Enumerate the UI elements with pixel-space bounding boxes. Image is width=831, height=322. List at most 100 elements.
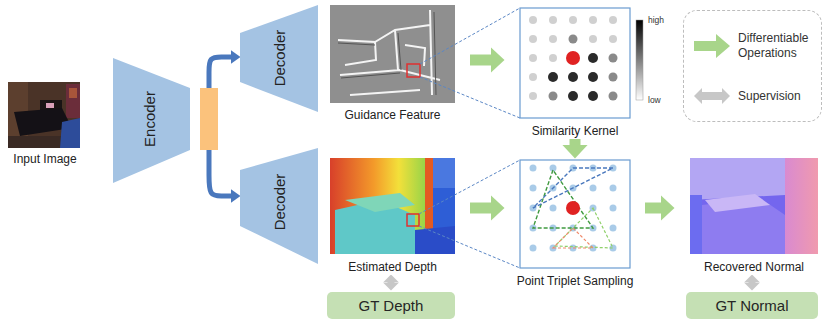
grid-dot (530, 165, 537, 172)
encoder-block: Encoder (112, 88, 220, 150)
kernel-dot (588, 53, 598, 63)
label-holder: high (648, 15, 664, 25)
kernel-grid (520, 8, 643, 118)
flow-arrow (209, 57, 231, 88)
flow-arrow (209, 150, 231, 196)
feature-ground (330, 5, 455, 103)
kernel-dot (529, 54, 537, 62)
flow-arrow (470, 55, 491, 66)
kernel-dot (549, 92, 558, 101)
kernel-dot (588, 72, 598, 82)
kernel-dot (549, 35, 557, 43)
legend-text: Differentiable Operations (738, 31, 814, 61)
legend-text: Supervision (738, 89, 814, 104)
legend-item: Differentiable Operations (694, 31, 819, 61)
kernel-dot (609, 35, 617, 43)
guidance-feature-map (330, 5, 455, 103)
triplet-dots (530, 165, 617, 252)
depth-floor (415, 226, 455, 254)
kernel-dot (548, 72, 558, 82)
kernel-dots-mid (549, 35, 618, 101)
normal-bed-top (705, 194, 770, 212)
normal-pillar (690, 195, 702, 254)
zoom-square (407, 64, 420, 77)
kernel-dot (609, 16, 617, 24)
flow-arrow (570, 139, 581, 145)
kernel-dot (569, 16, 577, 24)
trapezoid (113, 58, 190, 183)
supervision-box: GT Normal (686, 292, 818, 319)
trapezoid (240, 148, 318, 264)
node-label: Decoder (271, 29, 289, 86)
decoder-block: Decoder (240, 148, 318, 264)
depth-wall-top (433, 158, 455, 188)
caption: Point Triplet Sampling (517, 274, 634, 288)
node-label: GT Depth (359, 297, 424, 315)
input-photo (8, 82, 80, 148)
depth-bed-top (345, 193, 415, 212)
kernel-dot (609, 54, 618, 63)
normal-ground (690, 158, 818, 254)
normal-side-wall (785, 158, 818, 254)
colorbar-label: low (648, 95, 661, 105)
caption: Recovered Normal (704, 260, 804, 274)
grid-dot (610, 205, 617, 212)
colorbar-label: high (648, 15, 664, 25)
node-label: GT Normal (715, 297, 788, 315)
photo-painting (66, 84, 80, 118)
latent-feature-bar (200, 88, 218, 150)
kernel-dot (609, 92, 618, 101)
normal-wall (690, 158, 785, 200)
image-panel: Guidance Feature (330, 5, 455, 122)
kernel-dot (568, 91, 578, 101)
normal-map (690, 158, 818, 254)
legend-arrow (694, 88, 730, 104)
kernel-dot (589, 16, 597, 24)
grid-dot (610, 185, 617, 192)
node-label: Decoder (271, 174, 289, 231)
zoom-line (419, 160, 520, 214)
color-bar (636, 20, 643, 100)
photo-painting-detail (69, 88, 77, 98)
legend-swatch (694, 33, 732, 59)
grid-dot (610, 225, 617, 232)
trapezoid (240, 5, 318, 112)
caption: Input Image (13, 152, 76, 166)
kernel-dots-light (529, 16, 617, 100)
kernel-frame (520, 8, 630, 118)
feature-edges (338, 10, 440, 95)
image-panel: Recovered Normal (690, 158, 818, 274)
sampling-panel: Point Triplet Sampling (516, 160, 635, 288)
node-label: Encoder (141, 91, 159, 147)
caption: Estimated Depth (348, 260, 437, 274)
grid-dot (590, 185, 597, 192)
kernel-dot (589, 35, 597, 43)
kernel-dot (588, 91, 598, 101)
kernel-dot (529, 16, 537, 24)
legend-box: Differentiable OperationsSupervision (683, 10, 822, 122)
kernel-dot (549, 16, 557, 24)
kernel-center (566, 51, 580, 65)
grid-dot (550, 205, 557, 212)
triplet-center (566, 201, 580, 215)
supervision-box: GT Depth (327, 292, 455, 319)
zoom-lines (419, 8, 520, 268)
triplet-grid (520, 160, 630, 268)
kernel-dot (569, 35, 578, 44)
image-panel: Estimated Depth (330, 158, 455, 274)
flow-arrow (645, 203, 661, 214)
caption: Guidance Feature (344, 108, 440, 122)
decoder-block: Decoder (240, 5, 318, 112)
zoom-square (407, 214, 419, 226)
photo-tv-screen (46, 103, 54, 108)
caption: Similarity Kernel (532, 124, 619, 138)
zoom-line (420, 8, 520, 64)
grid-dot (530, 245, 537, 252)
legend-swatch (694, 83, 732, 109)
kernel-dot (529, 35, 537, 43)
photo-wall (8, 82, 80, 148)
kernel-dot (609, 73, 618, 82)
block-outline (112, 56, 220, 183)
